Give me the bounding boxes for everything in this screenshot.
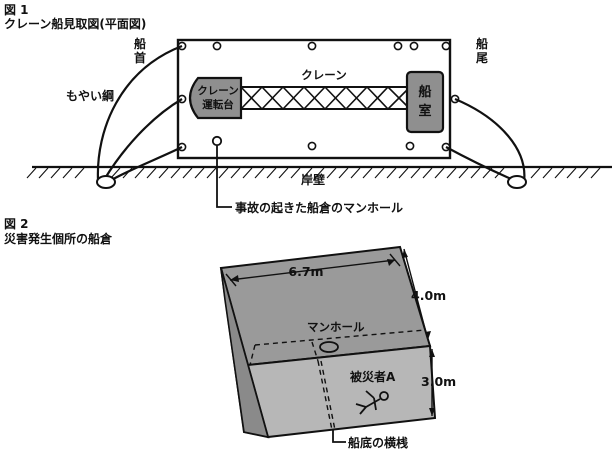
- hatch-stroke: [422, 167, 433, 179]
- hatch-stroke: [338, 167, 349, 179]
- hatch-stroke: [314, 167, 325, 179]
- upper-height-label: 4.0m: [411, 288, 446, 303]
- victim-label: 被災者A: [350, 369, 396, 384]
- hatch-stroke: [530, 167, 541, 179]
- mooring-rope-stern-inner: [445, 146, 519, 184]
- crane-cab-label-line1: クレーン: [197, 85, 238, 97]
- hatch-stroke: [362, 167, 373, 179]
- quay-bollard-left: [96, 175, 116, 189]
- hatch-stroke: [206, 167, 217, 179]
- hatch-stroke: [482, 167, 493, 179]
- hatch-stroke: [230, 167, 241, 179]
- hatch-stroke: [434, 167, 445, 179]
- hatch-stroke: [578, 167, 589, 179]
- hatch-stroke: [38, 167, 49, 179]
- hatch-stroke: [458, 167, 469, 179]
- manhole-leader-line: [216, 146, 232, 208]
- hatch-stroke: [278, 167, 289, 179]
- stern-label-line2: 尾: [476, 51, 488, 65]
- hold-lower-left-face: [220, 267, 270, 439]
- victim-figure: [355, 390, 389, 415]
- bollard: [393, 41, 403, 51]
- figure2-title: 災害発生個所の船倉: [4, 231, 113, 246]
- upper-height-dimension: [403, 248, 429, 341]
- hatch-stroke: [50, 167, 61, 179]
- hatch-stroke: [134, 167, 145, 179]
- hatch-stroke: [542, 167, 553, 179]
- bollard: [307, 141, 317, 151]
- bollard: [405, 141, 415, 151]
- mooring-rope-bow-inner: [107, 146, 183, 183]
- hatch-stroke: [194, 167, 205, 179]
- hatch-stroke: [146, 167, 157, 179]
- crossbeam-label: 船底の横桟: [348, 435, 408, 449]
- hatch-stroke: [74, 167, 85, 179]
- mooring-rope-stern-outer: [454, 97, 526, 183]
- hatch-stroke: [350, 167, 361, 179]
- quay-bollard-right: [507, 175, 527, 189]
- hatch-stroke: [398, 167, 409, 179]
- crossbeam-leader-line: [332, 430, 346, 443]
- hatch-stroke: [218, 167, 229, 179]
- figure2-label: 図 2: [4, 217, 29, 231]
- hatch-stroke: [590, 167, 601, 179]
- cabin-label-line1: 船: [418, 84, 431, 100]
- hatch-stroke: [182, 167, 193, 179]
- hatch-stroke: [554, 167, 565, 179]
- stern-label-line1: 船: [476, 36, 488, 51]
- hatch-stroke: [158, 167, 169, 179]
- quay-hatching: [26, 167, 601, 179]
- hatch-stroke: [26, 167, 37, 179]
- hatch-stroke: [494, 167, 505, 179]
- hatch-stroke: [470, 167, 481, 179]
- figure1-label: 図 1: [4, 3, 29, 17]
- hatch-stroke: [386, 167, 397, 179]
- hatch-stroke: [254, 167, 265, 179]
- crane-cab-label-line2: 運転台: [202, 98, 234, 111]
- hold-hidden-edges: [249, 329, 426, 431]
- width-dimension-label: 6.7m: [288, 264, 323, 279]
- hatch-stroke: [446, 167, 457, 179]
- dimension-arrows: [230, 249, 435, 416]
- ship-cabin: [405, 70, 445, 134]
- hold-manhole-label: マンホール: [307, 320, 365, 334]
- bollard: [409, 41, 419, 51]
- manhole-note: 事故の起きた船倉のマンホール: [235, 200, 403, 215]
- hatch-stroke: [62, 167, 73, 179]
- width-dimension: [229, 259, 396, 281]
- mooring-rope-bow-outer: [96, 44, 183, 181]
- hatch-stroke: [170, 167, 181, 179]
- hatch-stroke: [242, 167, 253, 179]
- lower-height-label: 3.0m: [421, 374, 456, 389]
- bow-label-line1: 船: [134, 36, 146, 51]
- crane-cab: [188, 76, 243, 120]
- bollard: [441, 41, 451, 51]
- bollard: [307, 41, 317, 51]
- figure1-title: クレーン船見取図(平面図): [4, 16, 146, 31]
- hatch-stroke: [122, 167, 133, 179]
- hold-manhole: [319, 341, 339, 353]
- mooring-rope-bow-mid: [103, 98, 183, 181]
- hatch-stroke: [326, 167, 337, 179]
- quay-label: 岸壁: [301, 172, 325, 187]
- accident-manhole-marker: [211, 135, 223, 147]
- hatch-stroke: [290, 167, 301, 179]
- crane-label: クレーン: [301, 68, 346, 82]
- cabin-label-line2: 室: [418, 103, 431, 119]
- hatch-stroke: [302, 167, 313, 179]
- hatch-stroke: [110, 167, 121, 179]
- bow-label-line2: 首: [134, 50, 146, 65]
- hatch-stroke: [374, 167, 385, 179]
- hatch-stroke: [266, 167, 277, 179]
- mooring-rope-label: もやい綱: [66, 88, 114, 103]
- bollard: [212, 41, 222, 51]
- hatch-stroke: [566, 167, 577, 179]
- hatch-stroke: [410, 167, 421, 179]
